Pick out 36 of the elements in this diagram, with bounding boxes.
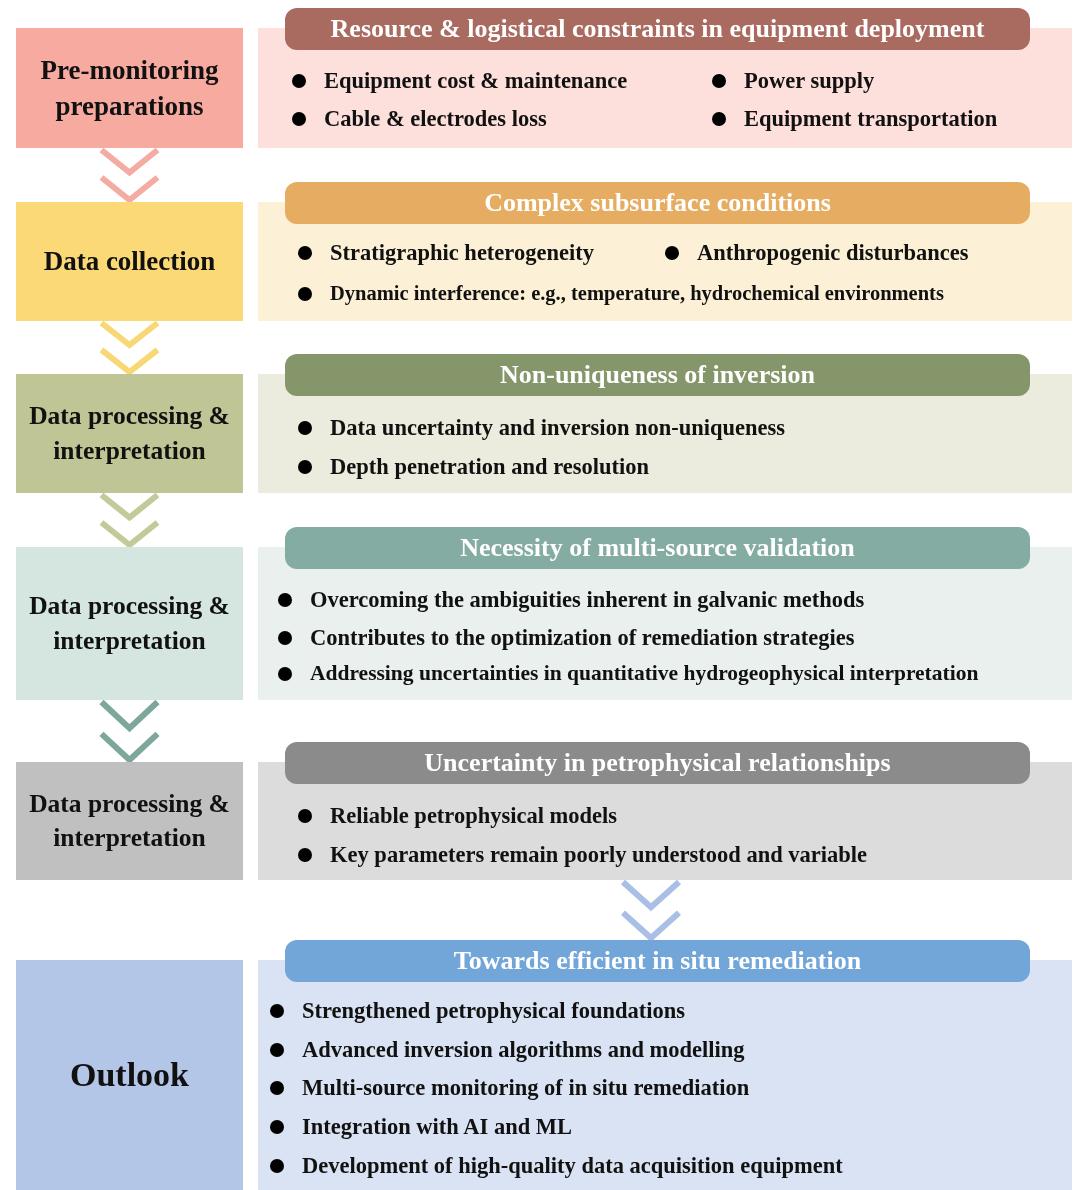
bullet-item: Anthropogenic disturbances bbox=[663, 240, 969, 266]
heading-banner: Towards efficient in situ remediation bbox=[285, 940, 1030, 982]
bullet-item: Overcoming the ambiguities inherent in galvanic methods bbox=[276, 587, 865, 613]
bullet-item: Contributes to the optimization of remediation strategies bbox=[276, 625, 855, 651]
bullet-item: Power supply bbox=[710, 68, 875, 94]
chevron-arrow bbox=[98, 147, 161, 204]
bullet-item: Equipment transportation bbox=[710, 106, 998, 132]
stage-box: Data processing & interpretation bbox=[16, 374, 243, 493]
bullet-item: Cable & electrodes loss bbox=[290, 106, 547, 132]
heading-banner: Non-uniqueness of inversion bbox=[285, 354, 1030, 396]
stage-box: Data processing & interpretation bbox=[16, 547, 243, 700]
bullet-item: Addressing uncertainties in quantitative hydrogeophysical interpretation bbox=[276, 661, 979, 686]
stage-box: Data processing & interpretation bbox=[16, 762, 243, 880]
bullet-item: Integration with AI and ML bbox=[268, 1114, 573, 1140]
stage-box: Pre-monitoring preparations bbox=[16, 28, 243, 148]
chevron-arrow bbox=[98, 699, 161, 765]
bullet-item: Reliable petrophysical models bbox=[296, 803, 618, 829]
bullet-item: Strengthened petrophysical foundations bbox=[268, 998, 685, 1024]
chevron-arrow bbox=[98, 492, 161, 549]
heading-banner: Necessity of multi-source validation bbox=[285, 527, 1030, 569]
bullet-item: Equipment cost & maintenance bbox=[290, 68, 628, 94]
bullet-item: Development of high-quality data acquisition equipment bbox=[268, 1153, 843, 1179]
bullet-item: Dynamic interference: e.g., temperature, hydrochemical environments bbox=[296, 282, 944, 305]
stage-box: Data collection bbox=[16, 202, 243, 321]
heading-banner: Uncertainty in petrophysical relationships bbox=[285, 742, 1030, 784]
bullet-item: Data uncertainty and inversion non-uniqueness bbox=[296, 415, 786, 441]
chevron-arrow bbox=[620, 879, 682, 943]
bullet-item: Advanced inversion algorithms and modelling bbox=[268, 1037, 745, 1063]
bullet-item: Multi-source monitoring of in situ remediation bbox=[268, 1075, 750, 1101]
stage-box: Outlook bbox=[16, 960, 243, 1190]
heading-banner: Complex subsurface conditions bbox=[285, 182, 1030, 224]
bullet-item: Stratigraphic heterogeneity bbox=[296, 240, 594, 266]
heading-banner: Resource & logistical constraints in equipment deployment bbox=[285, 8, 1030, 50]
bullet-item: Depth penetration and resolution bbox=[296, 454, 649, 480]
chevron-arrow bbox=[98, 320, 161, 376]
bullet-item: Key parameters remain poorly understood and variable bbox=[296, 842, 868, 868]
